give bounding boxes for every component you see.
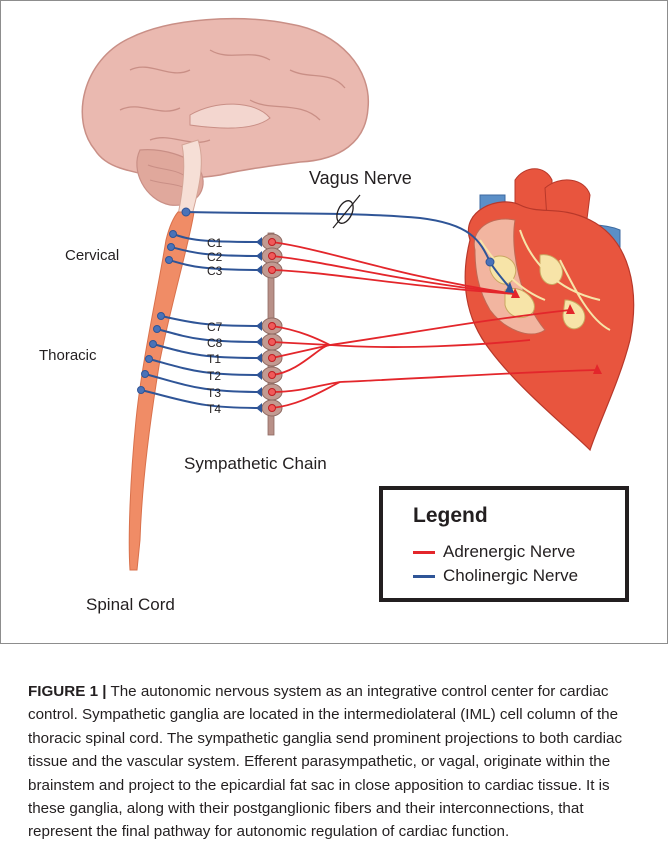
adrenergic-swatch	[413, 551, 435, 554]
segment-label: C8	[207, 336, 223, 350]
label-thoracic: Thoracic	[39, 347, 97, 364]
segment-label: C3	[207, 264, 223, 278]
legend-title: Legend	[413, 504, 488, 528]
segment-label: T2	[207, 369, 221, 383]
segment-label: C7	[207, 320, 223, 334]
figure-caption: FIGURE 1 | The autonomic nervous system …	[28, 680, 640, 844]
vagus-heart-node	[486, 258, 494, 266]
segment-label: T1	[207, 352, 221, 366]
segment-label: C1	[207, 236, 223, 250]
label-sympathetic-chain: Sympathetic Chain	[184, 454, 327, 473]
legend-label: Adrenergic Nerve	[443, 542, 575, 562]
segment-label: C2	[207, 250, 223, 264]
cholinergic-swatch	[413, 575, 435, 578]
label-cervical: Cervical	[65, 247, 119, 264]
vagus-origin-node	[182, 208, 190, 216]
segment-label: T4	[207, 402, 221, 416]
segment-label: T3	[207, 386, 221, 400]
legend-item-adrenergic: Adrenergic Nerve	[413, 542, 575, 562]
label-spinal-cord: Spinal Cord	[86, 595, 175, 614]
legend-label: Cholinergic Nerve	[443, 566, 578, 586]
legend-item-cholinergic: Cholinergic Nerve	[413, 566, 578, 586]
heart-illustration	[465, 169, 633, 450]
caption-label: FIGURE 1 |	[28, 683, 107, 700]
legend-box: Legend Adrenergic Nerve Cholinergic Nerv…	[379, 486, 629, 602]
caption-text: The autonomic nervous system as an integ…	[28, 683, 622, 840]
label-vagus-nerve: Vagus Nerve	[309, 168, 412, 188]
vagus-nerve-marker	[334, 198, 357, 226]
